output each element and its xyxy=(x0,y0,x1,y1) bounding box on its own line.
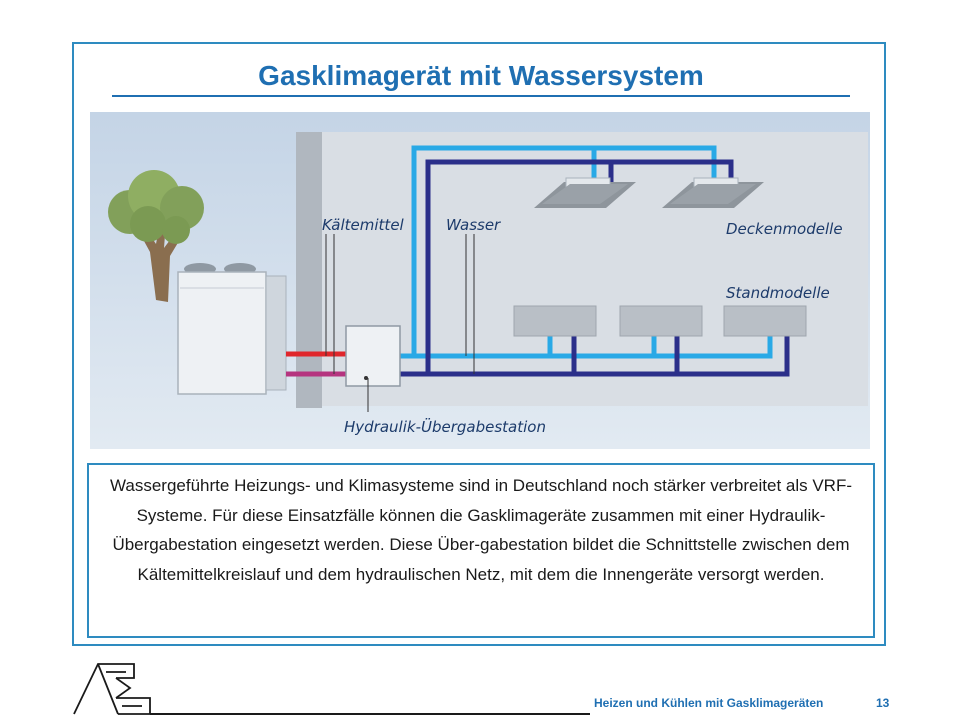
footer-caption: Heizen und Kühlen mit Gasklimageräten xyxy=(594,696,824,710)
description-box: Wassergeführte Heizungs- und Klimasystem… xyxy=(87,463,875,638)
label-ceiling-models: Deckenmodelle xyxy=(726,220,843,238)
slide-title: Gasklimagerät mit Wassersystem xyxy=(258,60,704,91)
label-floor-models: Standmodelle xyxy=(726,284,830,302)
outdoor-unit-icon xyxy=(177,263,287,395)
tree-icon xyxy=(108,170,204,302)
ceiling-unit-icon xyxy=(534,177,636,208)
hydraulic-station-icon xyxy=(345,325,401,387)
floor-unit-icon xyxy=(619,305,703,337)
title-underline xyxy=(112,95,850,97)
page-number: 13 xyxy=(876,696,890,710)
floor-unit-icon xyxy=(513,305,597,337)
slide-frame xyxy=(72,42,886,646)
floor-unit-icon xyxy=(723,305,807,337)
footer-rule xyxy=(150,713,590,715)
company-logo xyxy=(73,663,151,715)
label-hydraulic-station: Hydraulik-Übergabestation xyxy=(344,417,546,436)
system-diagram: Kältemittel Wasser Deckenmodelle Standmo… xyxy=(90,112,870,449)
water-pipe-return xyxy=(400,159,790,377)
label-refrigerant: Kältemittel xyxy=(322,216,405,234)
building-wall xyxy=(296,132,322,408)
label-water: Wasser xyxy=(446,216,501,234)
description-text: Wassergeführte Heizungs- und Klimasystem… xyxy=(109,476,852,584)
ceiling-unit-icon xyxy=(662,177,764,208)
